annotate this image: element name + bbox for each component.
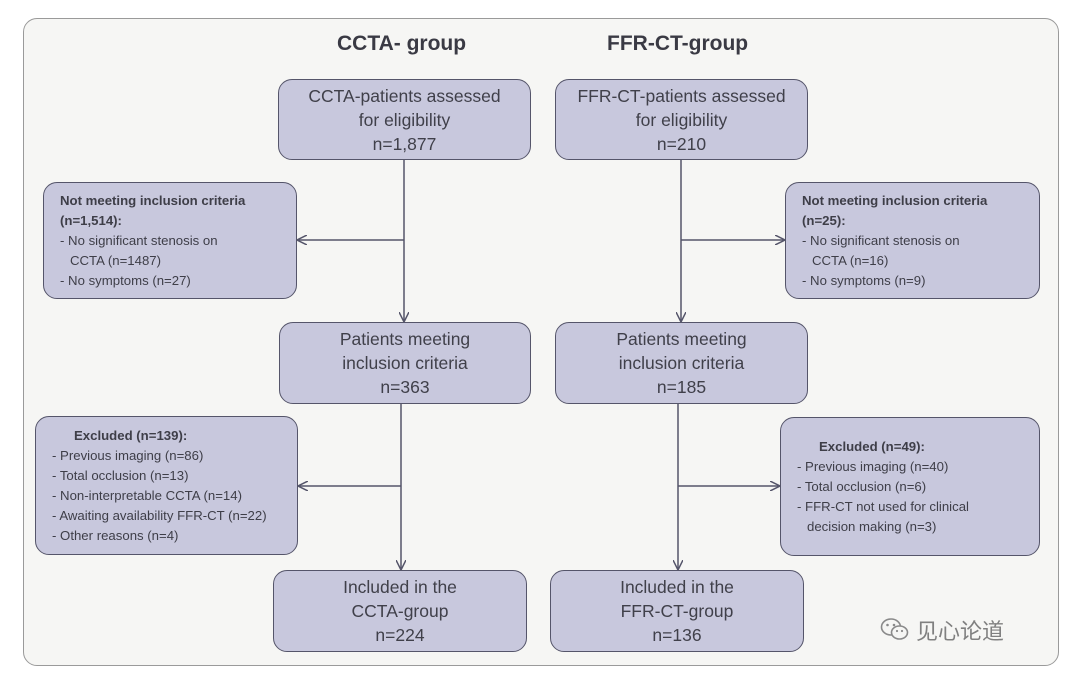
ccta-excluded-item: - Non-interpretable CCTA (n=14)	[52, 487, 242, 503]
ccta-not-meeting-box: Not meeting inclusion criteria (n=1,514)…	[43, 182, 297, 299]
ccta-excluded-item: - Total occlusion (n=13)	[52, 467, 189, 483]
ccta-excluded-heading: Excluded (n=139):	[74, 427, 188, 443]
ccta-included-box: Included in the CCTA-group n=224	[273, 570, 527, 652]
ffr-ct-excluded-box: Excluded (n=49): - Previous imaging (n=4…	[780, 417, 1040, 556]
ccta-not-meeting-item: - No significant stenosis on	[60, 232, 218, 248]
ccta-not-meeting-count: (n=1,514):	[60, 212, 122, 228]
ccta-excluded-item: - Awaiting availability FFR-CT (n=22)	[52, 507, 267, 523]
ffr-ct-excluded-heading: Excluded (n=49):	[819, 438, 925, 454]
ccta-meeting-line-2: inclusion criteria	[342, 353, 468, 373]
ccta-not-meeting-item: - No symptoms (n=27)	[60, 272, 191, 288]
ccta-assessed-count: n=1,877	[372, 133, 437, 154]
group-title-ccta: CCTA- group	[337, 32, 467, 55]
ccta-assessed-line-2: for eligibility	[358, 109, 451, 130]
ccta-meeting-count: n=363	[380, 377, 430, 397]
ffr-ct-excluded-item: - FFR-CT not used for clinical	[797, 498, 969, 514]
ffr-ct-included-box: Included in the FFR-CT-group n=136	[550, 570, 804, 652]
ccta-meeting-box: Patients meeting inclusion criteria n=36…	[279, 322, 531, 404]
ffr-ct-assessed-line-1: FFR-CT-patients assessed	[577, 85, 786, 106]
ffr-ct-assessed-count: n=210	[656, 133, 707, 154]
wechat-icon	[880, 617, 910, 643]
ffr-ct-assessed-box: FFR-CT-patients assessed for eligibility…	[555, 79, 808, 160]
ffr-ct-meeting-line-1: Patients meeting	[616, 329, 747, 349]
ccta-assessed-box: CCTA-patients assessed for eligibility n…	[278, 79, 531, 160]
ccta-included-count: n=224	[375, 625, 425, 645]
ccta-excluded-item: - Other reasons (n=4)	[52, 527, 179, 543]
ffr-ct-meeting-line-2: inclusion criteria	[618, 353, 745, 373]
ccta-not-meeting-item-cont: CCTA (n=1487)	[70, 252, 162, 268]
ffr-ct-not-meeting-heading: Not meeting inclusion criteria	[802, 192, 988, 208]
ffr-ct-meeting-count: n=185	[656, 377, 707, 397]
ffr-ct-excluded-item: - Total occlusion (n=6)	[797, 478, 927, 494]
ffr-ct-included-count: n=136	[652, 625, 702, 645]
ffr-ct-excluded-item: - Previous imaging (n=40)	[797, 458, 949, 474]
ffr-ct-not-meeting-item: - No significant stenosis on	[802, 232, 960, 248]
ccta-included-line-2: CCTA-group	[351, 601, 449, 621]
ccta-excluded-item: - Previous imaging (n=86)	[52, 447, 204, 463]
ffr-ct-excluded-item-cont: decision making (n=3)	[807, 518, 937, 534]
ffr-ct-included-line-1: Included in the	[620, 577, 734, 597]
ccta-not-meeting-heading: Not meeting inclusion criteria	[60, 192, 246, 208]
ffr-ct-not-meeting-item: - No symptoms (n=9)	[802, 272, 926, 288]
ccta-excluded-box: Excluded (n=139): - Previous imaging (n=…	[35, 416, 298, 555]
ffr-ct-not-meeting-item-cont: CCTA (n=16)	[812, 252, 889, 268]
ffr-ct-assessed-line-2: for eligibility	[635, 109, 728, 130]
group-title-ffr-ct: FFR-CT-group	[607, 32, 749, 55]
ffr-ct-meeting-box: Patients meeting inclusion criteria n=18…	[555, 322, 808, 404]
watermark-text: 见心论道	[916, 619, 1005, 644]
ffr-ct-not-meeting-box: Not meeting inclusion criteria (n=25): -…	[785, 182, 1040, 299]
ccta-assessed-line-1: CCTA-patients assessed	[308, 85, 501, 106]
watermark: 见心论道	[880, 614, 1004, 646]
ccta-meeting-line-1: Patients meeting	[339, 329, 471, 349]
ccta-included-line-1: Included in the	[343, 577, 457, 597]
ffr-ct-included-line-2: FFR-CT-group	[620, 601, 734, 621]
diagram-frame	[23, 18, 1059, 666]
ffr-ct-not-meeting-count: (n=25):	[802, 212, 846, 228]
